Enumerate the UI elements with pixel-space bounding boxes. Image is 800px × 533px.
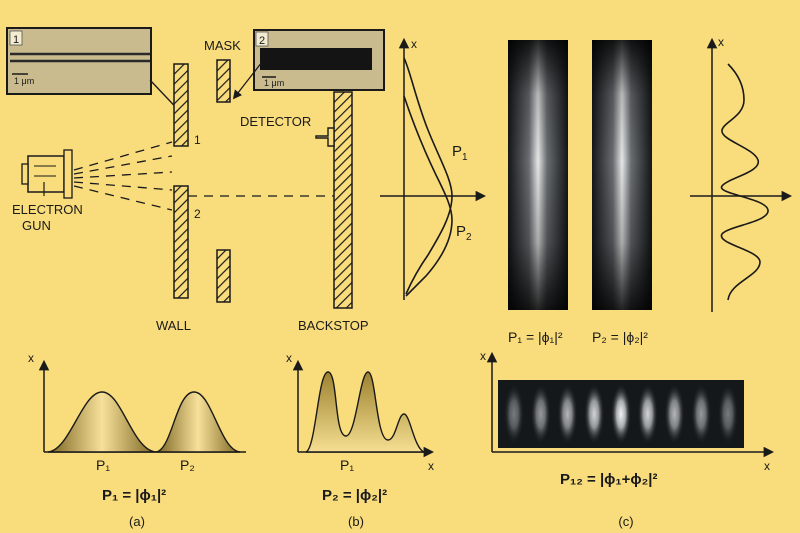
interference-line [720,63,769,301]
inset-2-dark-region [260,48,372,70]
panel-c-caption: (c) [618,514,633,529]
panel-b: x x P₁ P₂ = |ϕ₂|² (b) [286,351,435,529]
panel-a-equation: P₁ = |ϕ₁|² [102,487,166,504]
inset-2-scale: 1 μm [264,78,284,88]
panel-a-x-label: x [28,351,34,365]
panel-b-equation: P₂ = |ϕ₂|² [322,487,387,504]
curves-x-label: x [411,37,417,51]
panel-b-x-end-label: x [428,459,434,473]
probability-curves: x P1 P2 [380,37,487,300]
fringe-band [664,384,685,444]
curve-p2 [403,95,453,297]
inset-1: 1 1 μm [6,27,188,120]
inset-2: 2 1 μm [232,29,385,100]
strip-p1-equation: P₁ = |ϕ₁|² [508,329,563,345]
panel-b-x-label: x [286,351,292,365]
detector-label: DETECTOR [240,114,311,129]
interference-curve: x [690,35,793,312]
backstop-label: BACKSTOP [298,318,369,333]
slit-2-label: 2 [194,207,201,221]
mask-label: MASK [204,38,241,53]
panel-c-x-label: x [480,349,486,363]
detector-icon [315,127,335,147]
panel-b-distribution [305,371,425,453]
apparatus: MASK 1 2 DETECTOR EL [12,38,369,333]
electron-label: ELECTRON [12,202,83,217]
fringe-band [584,384,605,444]
electron-rays [73,141,334,211]
inset-1-number: 1 [13,34,19,46]
fringe-band [504,384,524,444]
fringe-band [718,384,738,444]
gun-label: GUN [22,218,51,233]
curve-p2-label: P2 [456,223,472,243]
inset-1-scale: 1 μm [14,76,34,86]
wall-upper [173,63,189,147]
fringe-band [691,384,712,444]
fringe-band [611,384,631,444]
interference-x-label: x [718,35,724,49]
panel-a-peak-1 [47,391,157,453]
electron-gun-icon [21,149,73,199]
fringe-band [557,384,578,444]
panel-a-caption: (a) [129,514,145,529]
inset-2-number: 2 [259,35,265,47]
curve-p1-label: P1 [452,143,468,163]
panel-c: x x P₁₂ = |ϕ₁+ϕ₂|² (c) [480,349,775,529]
mask-lower [216,249,231,303]
strip-p2-equation: P₂ = |ϕ₂|² [592,329,648,345]
fringe-band [637,384,658,444]
mask-upper [216,59,231,103]
panel-a-peak-2-label: P₂ [180,457,195,473]
panel-b-caption: (b) [348,514,364,529]
wall-lower [173,185,189,299]
detection-strips: P₁ = |ϕ₁|² P₂ = |ϕ₂|² [508,40,652,345]
panel-b-peak-label: P₁ [340,457,354,473]
slit-1-label: 1 [194,133,201,147]
curve-p1 [403,57,453,295]
fringe-band [530,384,551,444]
wall-label: WALL [156,318,191,333]
panel-c-x-end-label: x [764,459,770,473]
inset-2-number-box [255,31,269,47]
panel-a-peak-2 [155,391,241,453]
panel-c-equation: P₁₂ = |ϕ₁+ϕ₂|² [560,471,657,488]
inset-1-number-box [9,30,23,46]
interference-fringes [504,384,738,444]
panel-a-peak-1-label: P₁ [96,457,110,473]
backstop [333,91,353,309]
inset-2-pointer [232,61,263,100]
panel-a: x P₁ P₂ P₁ = |ϕ₁|² (a) [28,351,246,529]
